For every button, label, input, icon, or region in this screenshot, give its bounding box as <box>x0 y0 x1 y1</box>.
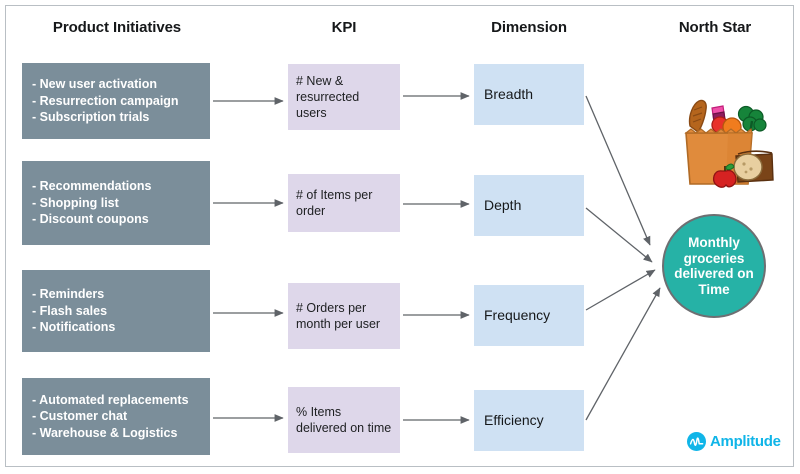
initiative-item: - Subscription trials <box>32 110 150 125</box>
initiative-item: - New user activation <box>32 77 158 92</box>
initiative-item: - Discount coupons <box>32 212 149 227</box>
amplitude-wordmark: Amplitude <box>710 433 781 450</box>
initiative-item: - Shopping list <box>32 195 119 210</box>
kpi-label: % Items delivered on time <box>296 405 392 435</box>
dimension-box: Depth <box>474 175 584 236</box>
initiative-item: - Flash sales <box>32 303 108 318</box>
column-header-product-initiatives: Product Initiatives <box>52 19 182 36</box>
initiative-item: - Reminders <box>32 287 105 302</box>
dimension-box: Breadth <box>474 64 584 125</box>
kpi-box: % Items delivered on time <box>288 387 400 453</box>
initiative-box: - Reminders - Flash sales - Notification… <box>22 270 210 352</box>
kpi-label: # Orders per month per user <box>296 301 381 331</box>
grocery-bag-icon <box>684 99 774 188</box>
initiative-box: - Automated replacements - Customer chat… <box>22 378 210 455</box>
dimension-box: Efficiency <box>474 390 584 451</box>
dimension-label: Frequency <box>484 307 551 323</box>
initiative-box: - Recommendations - Shopping list - Disc… <box>22 161 210 245</box>
north-star-circle: Monthly groceries delivered on Time <box>662 214 766 318</box>
north-star-label: Monthly groceries delivered on Time <box>674 235 754 297</box>
dimension-box: Frequency <box>474 285 584 346</box>
kpi-box: # of Items per order <box>288 174 400 232</box>
amplitude-pulse-icon <box>687 432 706 451</box>
initiative-item: - Notifications <box>32 320 116 335</box>
kpi-label: # New & resurrected users <box>296 74 360 120</box>
initiative-box: - New user activation - Resurrection cam… <box>22 63 210 139</box>
kpi-label: # of Items per order <box>296 188 373 218</box>
kpi-box: # New & resurrected users <box>288 64 400 130</box>
initiative-item: - Resurrection campaign <box>32 93 179 108</box>
kpi-box: # Orders per month per user <box>288 283 400 349</box>
initiative-item: - Recommendations <box>32 179 152 194</box>
initiative-item: - Customer chat <box>32 409 128 424</box>
amplitude-logo: Amplitude <box>687 432 781 451</box>
dimension-label: Breadth <box>484 86 534 102</box>
column-header-dimension: Dimension <box>491 19 567 36</box>
initiative-item: - Automated replacements <box>32 392 189 407</box>
dimension-label: Efficiency <box>484 412 544 428</box>
initiative-item: - Warehouse & Logistics <box>32 425 178 440</box>
column-header-kpi: KPI <box>331 19 357 36</box>
column-header-north-star: North Star <box>678 19 752 36</box>
dimension-label: Depth <box>484 197 522 213</box>
